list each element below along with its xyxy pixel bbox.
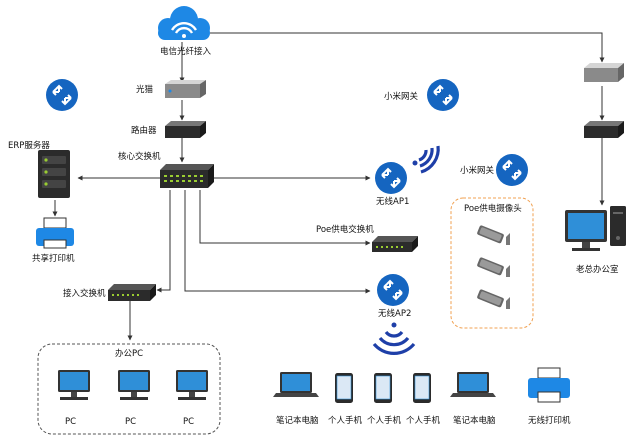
wireless-printer-label: 无线打印机 (528, 415, 571, 426)
office-pc-label: 办公PC (115, 348, 143, 359)
pc-1-label: PC (65, 417, 76, 427)
poe-camera-label: Poe供电摄像头 (464, 203, 522, 214)
camera-3-icon (476, 288, 510, 309)
access-switch-label: 接入交换机 (63, 288, 106, 299)
camera-1-icon (476, 224, 510, 245)
phone-2-label: 个人手机 (367, 415, 402, 426)
poe-switch-label: Poe供电交换机 (316, 224, 374, 235)
modem-icon (165, 80, 206, 98)
boss-pc-icon (565, 206, 626, 251)
router-label: 路由器 (131, 125, 157, 136)
shared-printer-label: 共享打印机 (32, 253, 75, 264)
boss-office-label: 老总办公室 (576, 264, 619, 275)
xiaomi-gateway-1-label: 小米网关 (384, 91, 419, 102)
laptop-2-label: 笔记本电脑 (453, 415, 496, 426)
connection-lines (52, 32, 605, 341)
erp-server-icon (38, 150, 70, 198)
phone-1-icon (334, 372, 354, 404)
ap2-label: 无线AP2 (378, 308, 411, 319)
laptop-2-icon (450, 372, 496, 397)
phone-1-label: 个人手机 (328, 415, 363, 426)
camera-2-icon (476, 256, 510, 277)
pc-2-label: PC (125, 417, 136, 427)
boss-router-icon (584, 121, 624, 138)
xiaomi-gateway-1-icon (426, 78, 460, 112)
router-icon (45, 78, 79, 112)
ap1-wifi-icon (412, 145, 440, 174)
shared-printer-icon (36, 217, 74, 249)
office-pc-group (37, 343, 221, 435)
ap1-icon (374, 161, 408, 195)
pc-2-icon (118, 370, 150, 400)
access-switch-icon (108, 284, 156, 301)
core-switch-icon (160, 164, 214, 188)
fiber-label: 电信光纤接入 (160, 46, 212, 57)
phone-2-icon (373, 372, 393, 404)
ap1-label: 无线AP1 (376, 196, 409, 207)
modem-label: 光猫 (136, 84, 154, 95)
pc-1-icon (58, 370, 90, 400)
pc-3-icon (176, 370, 208, 400)
erp-server-label: ERP服务器 (8, 140, 50, 151)
core-switch-label: 核心交换机 (118, 151, 161, 162)
phone-3-icon (412, 372, 432, 404)
router-device-icon (165, 121, 206, 138)
ap2-wifi-icon (372, 322, 416, 355)
boss-modem-icon (584, 63, 624, 82)
ap2-icon (376, 273, 410, 307)
phone-3-label: 个人手机 (406, 415, 441, 426)
xiaomi-gateway-2-label: 小米网关 (460, 165, 495, 176)
laptop-1-label: 笔记本电脑 (276, 415, 319, 426)
poe-switch-icon (372, 236, 418, 252)
wireless-printer-icon (528, 367, 570, 403)
poe-camera-group (450, 197, 534, 329)
xiaomi-gateway-2-icon (495, 153, 529, 187)
cloud-icon (158, 6, 210, 40)
pc-3-label: PC (183, 417, 194, 427)
laptop-1-icon (273, 372, 319, 397)
